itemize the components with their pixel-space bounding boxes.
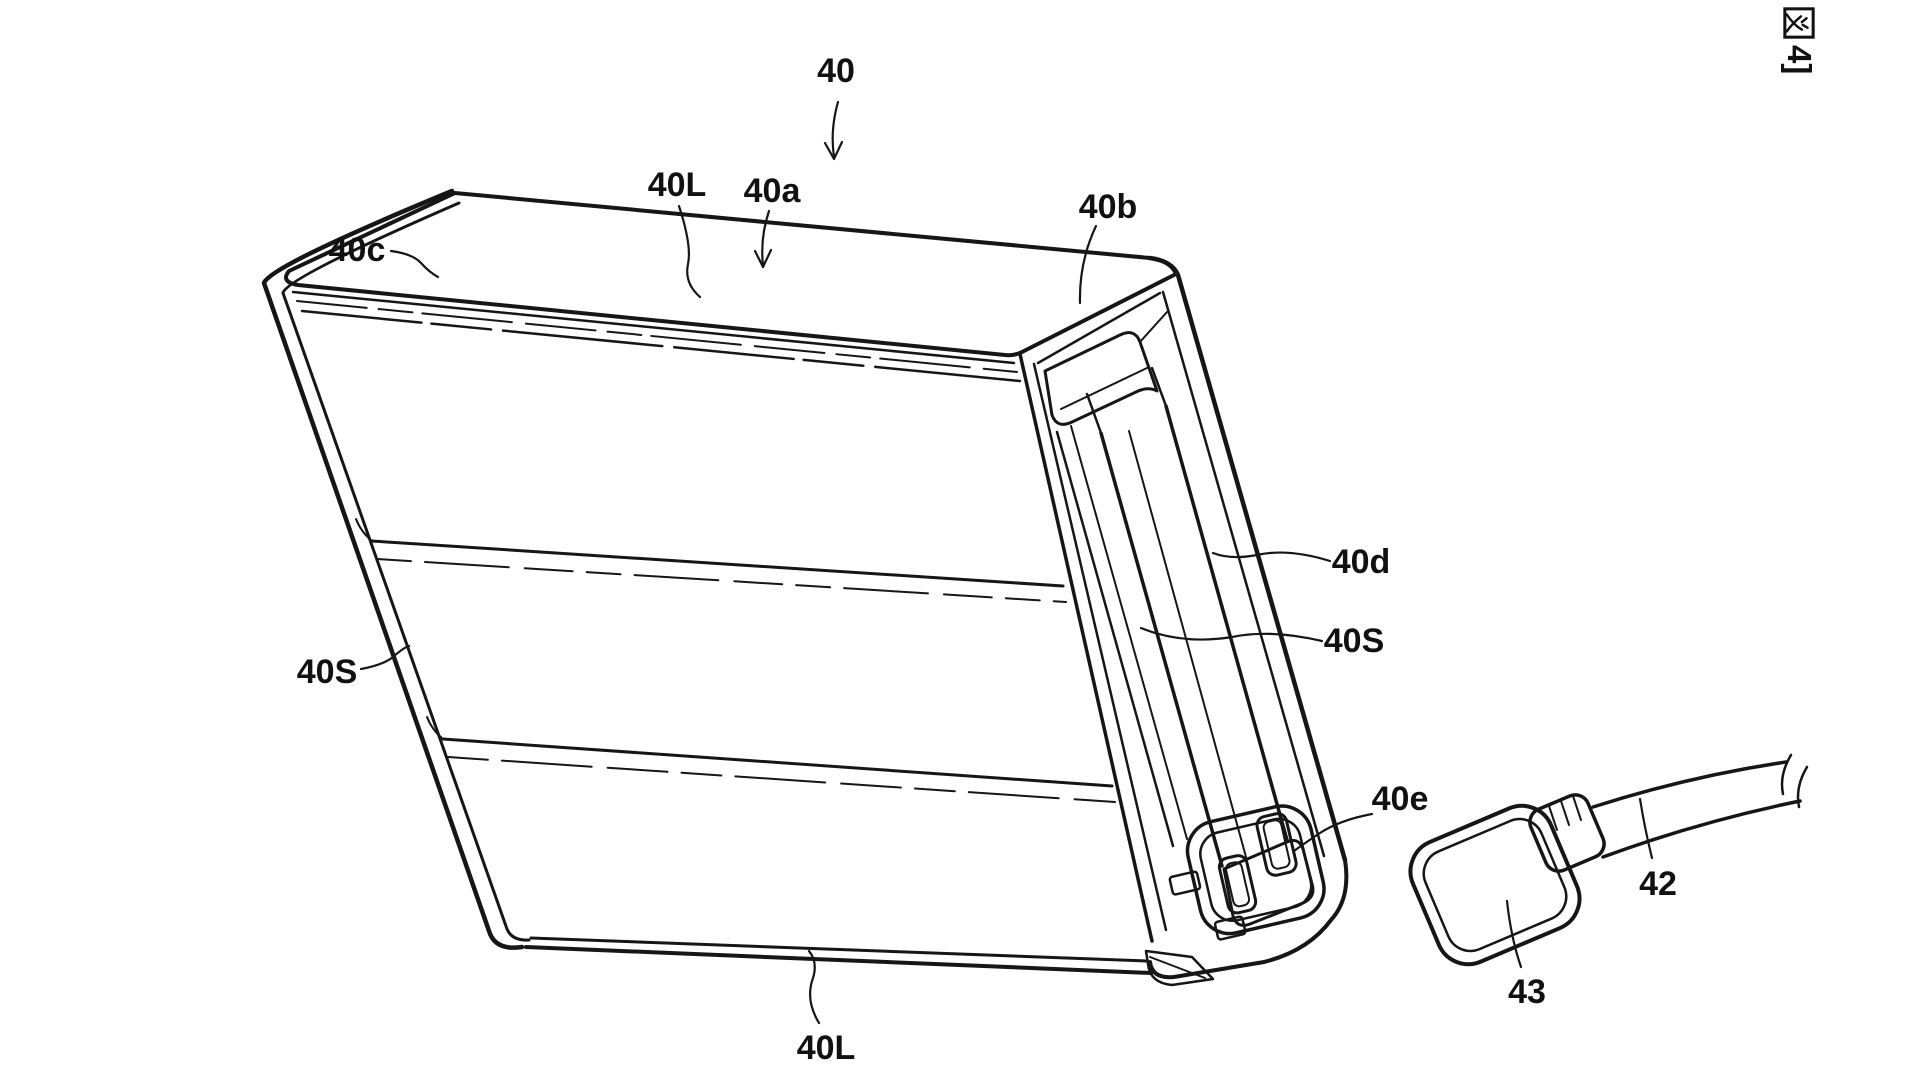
socket-slot-large-inner <box>1262 819 1291 870</box>
leader-40L-top <box>677 204 702 299</box>
grip-recess <box>1043 331 1159 426</box>
module-seam-2-fillet <box>426 716 444 740</box>
handle-bar-top-join-left <box>1085 392 1103 435</box>
battery-pack-body <box>261 188 1349 987</box>
grip-recess-depth <box>1139 311 1168 343</box>
module-seam-2-dashed <box>447 756 1116 803</box>
handle-bar-left <box>1099 431 1224 868</box>
socket-slot-small-inner <box>1224 861 1251 908</box>
ref-label-40S-right: 40S <box>1324 622 1385 660</box>
plug-boot <box>1528 793 1606 873</box>
ref-label-40c: 40c <box>329 231 386 269</box>
recess-sidewall-a <box>1055 430 1175 848</box>
handle-assembly <box>1043 311 1315 927</box>
handle-bar-right <box>1164 404 1289 842</box>
socket-tab-left <box>1168 870 1202 896</box>
ref-label-40d: 40d <box>1332 543 1391 581</box>
ref-label-42: 42 <box>1639 865 1677 903</box>
power-socket <box>1168 804 1326 941</box>
handle-bar-inner <box>1128 430 1247 858</box>
right-face-bottom <box>1148 858 1349 980</box>
right-inner-rim-top <box>1036 291 1162 365</box>
socket-slot-large <box>1255 812 1298 877</box>
plug-boot-ribs <box>1548 795 1582 831</box>
top-face <box>284 191 1178 358</box>
cable-break-mark-1 <box>1780 753 1793 796</box>
right-inner-rim <box>1161 290 1326 858</box>
front-right-edge-companion <box>1032 362 1168 932</box>
grip-recess-inner <box>1060 367 1148 410</box>
lid-rim-line-1 <box>291 290 1016 365</box>
socket-outer-ring <box>1185 804 1326 936</box>
module-seam-1-dashed <box>376 558 1067 603</box>
cable-lower-edge <box>1601 799 1802 859</box>
plug-and-cable <box>1408 753 1809 967</box>
cable-break-mark-2 <box>1796 765 1809 809</box>
ref-label-40b: 40b <box>1079 188 1138 226</box>
socket-slot-small <box>1217 854 1258 915</box>
leader-40e <box>1292 812 1374 853</box>
left-edge-outer <box>261 188 525 950</box>
figure-number-label: 4] <box>1780 6 1818 74</box>
socket-tab-bottom <box>1213 915 1247 941</box>
socket-inner-ring <box>1199 817 1313 922</box>
leader-40d <box>1211 551 1332 563</box>
front-right-edge <box>1018 352 1154 943</box>
ref-label-40e: 40e <box>1372 780 1429 818</box>
bottom-foot-wedge-inner <box>1149 956 1206 979</box>
leader-40L-bottom <box>807 949 821 1025</box>
reference-labels: 40 40L 40a 40b 40c 40d 40S 40S 40e 42 43… <box>297 52 1677 1067</box>
leader-40b <box>1078 224 1098 305</box>
ref-label-40L-top: 40L <box>648 166 707 204</box>
ref-label-40a: 40a <box>744 172 802 210</box>
handle-bottom-block <box>1222 839 1315 927</box>
lid-rim-line-2 <box>296 300 1018 373</box>
module-seam-1-fillet <box>355 518 373 542</box>
lid-rim-line-3 <box>300 309 1022 383</box>
leader-42 <box>1638 797 1654 860</box>
leader-40S-left <box>359 644 411 671</box>
leader-40c <box>389 249 440 279</box>
leader-43 <box>1505 899 1523 969</box>
ref-label-40: 40 <box>817 52 855 90</box>
left-edge-inner <box>281 201 531 942</box>
plug-body-inner <box>1422 817 1568 953</box>
recess-sidewall-b <box>1070 425 1188 840</box>
right-face-outer <box>1147 255 1348 863</box>
cable-upper-edge <box>1591 760 1788 809</box>
module-seam-2 <box>441 737 1114 788</box>
ref-label-40L-bottom: 40L <box>797 1029 856 1067</box>
bottom-edge-lower <box>524 945 1153 975</box>
module-seam-1 <box>370 539 1065 588</box>
ref-label-43: 43 <box>1508 973 1546 1011</box>
kanji-zu-icon <box>1783 7 1815 39</box>
leader-40a-arrow <box>753 209 773 269</box>
leader-lines <box>359 100 1654 1025</box>
bottom-edge-upper <box>529 936 1148 963</box>
leader-40S-right <box>1139 626 1324 643</box>
ref-label-40S-left: 40S <box>297 653 358 691</box>
leader-40-arrow <box>823 100 844 161</box>
bottom-foot-wedge <box>1144 949 1215 987</box>
plug-body-outer <box>1408 803 1582 967</box>
handle-bar-top-join-right <box>1150 366 1168 408</box>
